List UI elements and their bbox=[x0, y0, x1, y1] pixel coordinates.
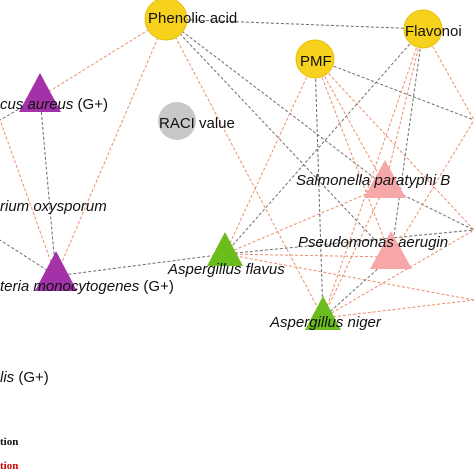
edge-sa-lm bbox=[39, 96, 57, 277]
f-oxysporum-label: rium oxysporum bbox=[0, 198, 107, 215]
edge-an-offR3 bbox=[322, 299, 474, 319]
edge-af-sp bbox=[224, 185, 386, 255]
s-paratyphi-triangle-icon[interactable] bbox=[364, 160, 406, 198]
s-aureus-triangle-icon[interactable] bbox=[19, 73, 61, 112]
edge-fl-pae bbox=[390, 28, 424, 258]
edge-pa-pae bbox=[165, 18, 392, 258]
s-paratyphi-label: Salmonella paratyphi B bbox=[296, 172, 450, 189]
edge-pmf-offR bbox=[314, 58, 474, 121]
b-subtilis-label: lis (G+) bbox=[0, 369, 49, 386]
legend-negative-label: tion bbox=[0, 460, 18, 472]
l-monocytogenes-label: teria monocytogenes (G+) bbox=[0, 278, 174, 295]
edge-fl-sp bbox=[384, 28, 424, 187]
edge-pa-an bbox=[165, 18, 324, 319]
pmf-node[interactable] bbox=[295, 39, 335, 79]
edge-pa-lm bbox=[55, 18, 167, 277]
edge-pa-sa bbox=[39, 18, 167, 98]
a-niger-label: Aspergillus niger bbox=[269, 314, 382, 331]
edge-af-lm bbox=[55, 253, 226, 277]
a-flavus-label: Aspergillus flavus bbox=[167, 261, 285, 278]
edge-pmf-pae bbox=[314, 58, 392, 258]
edge-pa-sp bbox=[165, 18, 386, 187]
edge-pmf-sp bbox=[314, 58, 386, 187]
edge-af-pae bbox=[224, 253, 392, 258]
edge-pmf-af bbox=[224, 58, 316, 255]
edge-pmf-an bbox=[314, 58, 324, 319]
p-aeruginosa-triangle-icon[interactable] bbox=[370, 231, 412, 269]
edge-an-sp bbox=[322, 185, 386, 319]
edge-af-offR2 bbox=[224, 229, 474, 255]
edge-pae-offR bbox=[390, 119, 474, 258]
edge-af-offR3 bbox=[224, 253, 474, 301]
phenolic-acid-node[interactable] bbox=[144, 0, 188, 41]
p-aeruginosa-label: Pseudomonas aerugin bbox=[298, 234, 448, 251]
flavonoids-label: Flavonoi bbox=[405, 23, 462, 40]
flavonoids-node[interactable] bbox=[403, 9, 443, 49]
s-aureus-label: cus aureus (G+) bbox=[0, 96, 108, 113]
edge-fl-an bbox=[322, 28, 424, 319]
raci-label: RACI value bbox=[159, 115, 235, 132]
phenolic-acid-label: Phenolic acid bbox=[148, 10, 237, 27]
a-flavus-triangle-icon[interactable] bbox=[207, 232, 243, 266]
raci-node[interactable] bbox=[158, 102, 196, 140]
edge-lm-offL bbox=[0, 119, 57, 277]
a-niger-triangle-icon[interactable] bbox=[305, 296, 341, 330]
edge-an-offR2 bbox=[322, 229, 474, 319]
pmf-label: PMF bbox=[300, 53, 332, 70]
edge-pa-fl bbox=[165, 18, 424, 30]
edge-pmf-offR2 bbox=[314, 58, 474, 231]
legend-positive-label: tion bbox=[0, 436, 18, 448]
l-monocytogenes-triangle-icon[interactable] bbox=[35, 251, 77, 291]
